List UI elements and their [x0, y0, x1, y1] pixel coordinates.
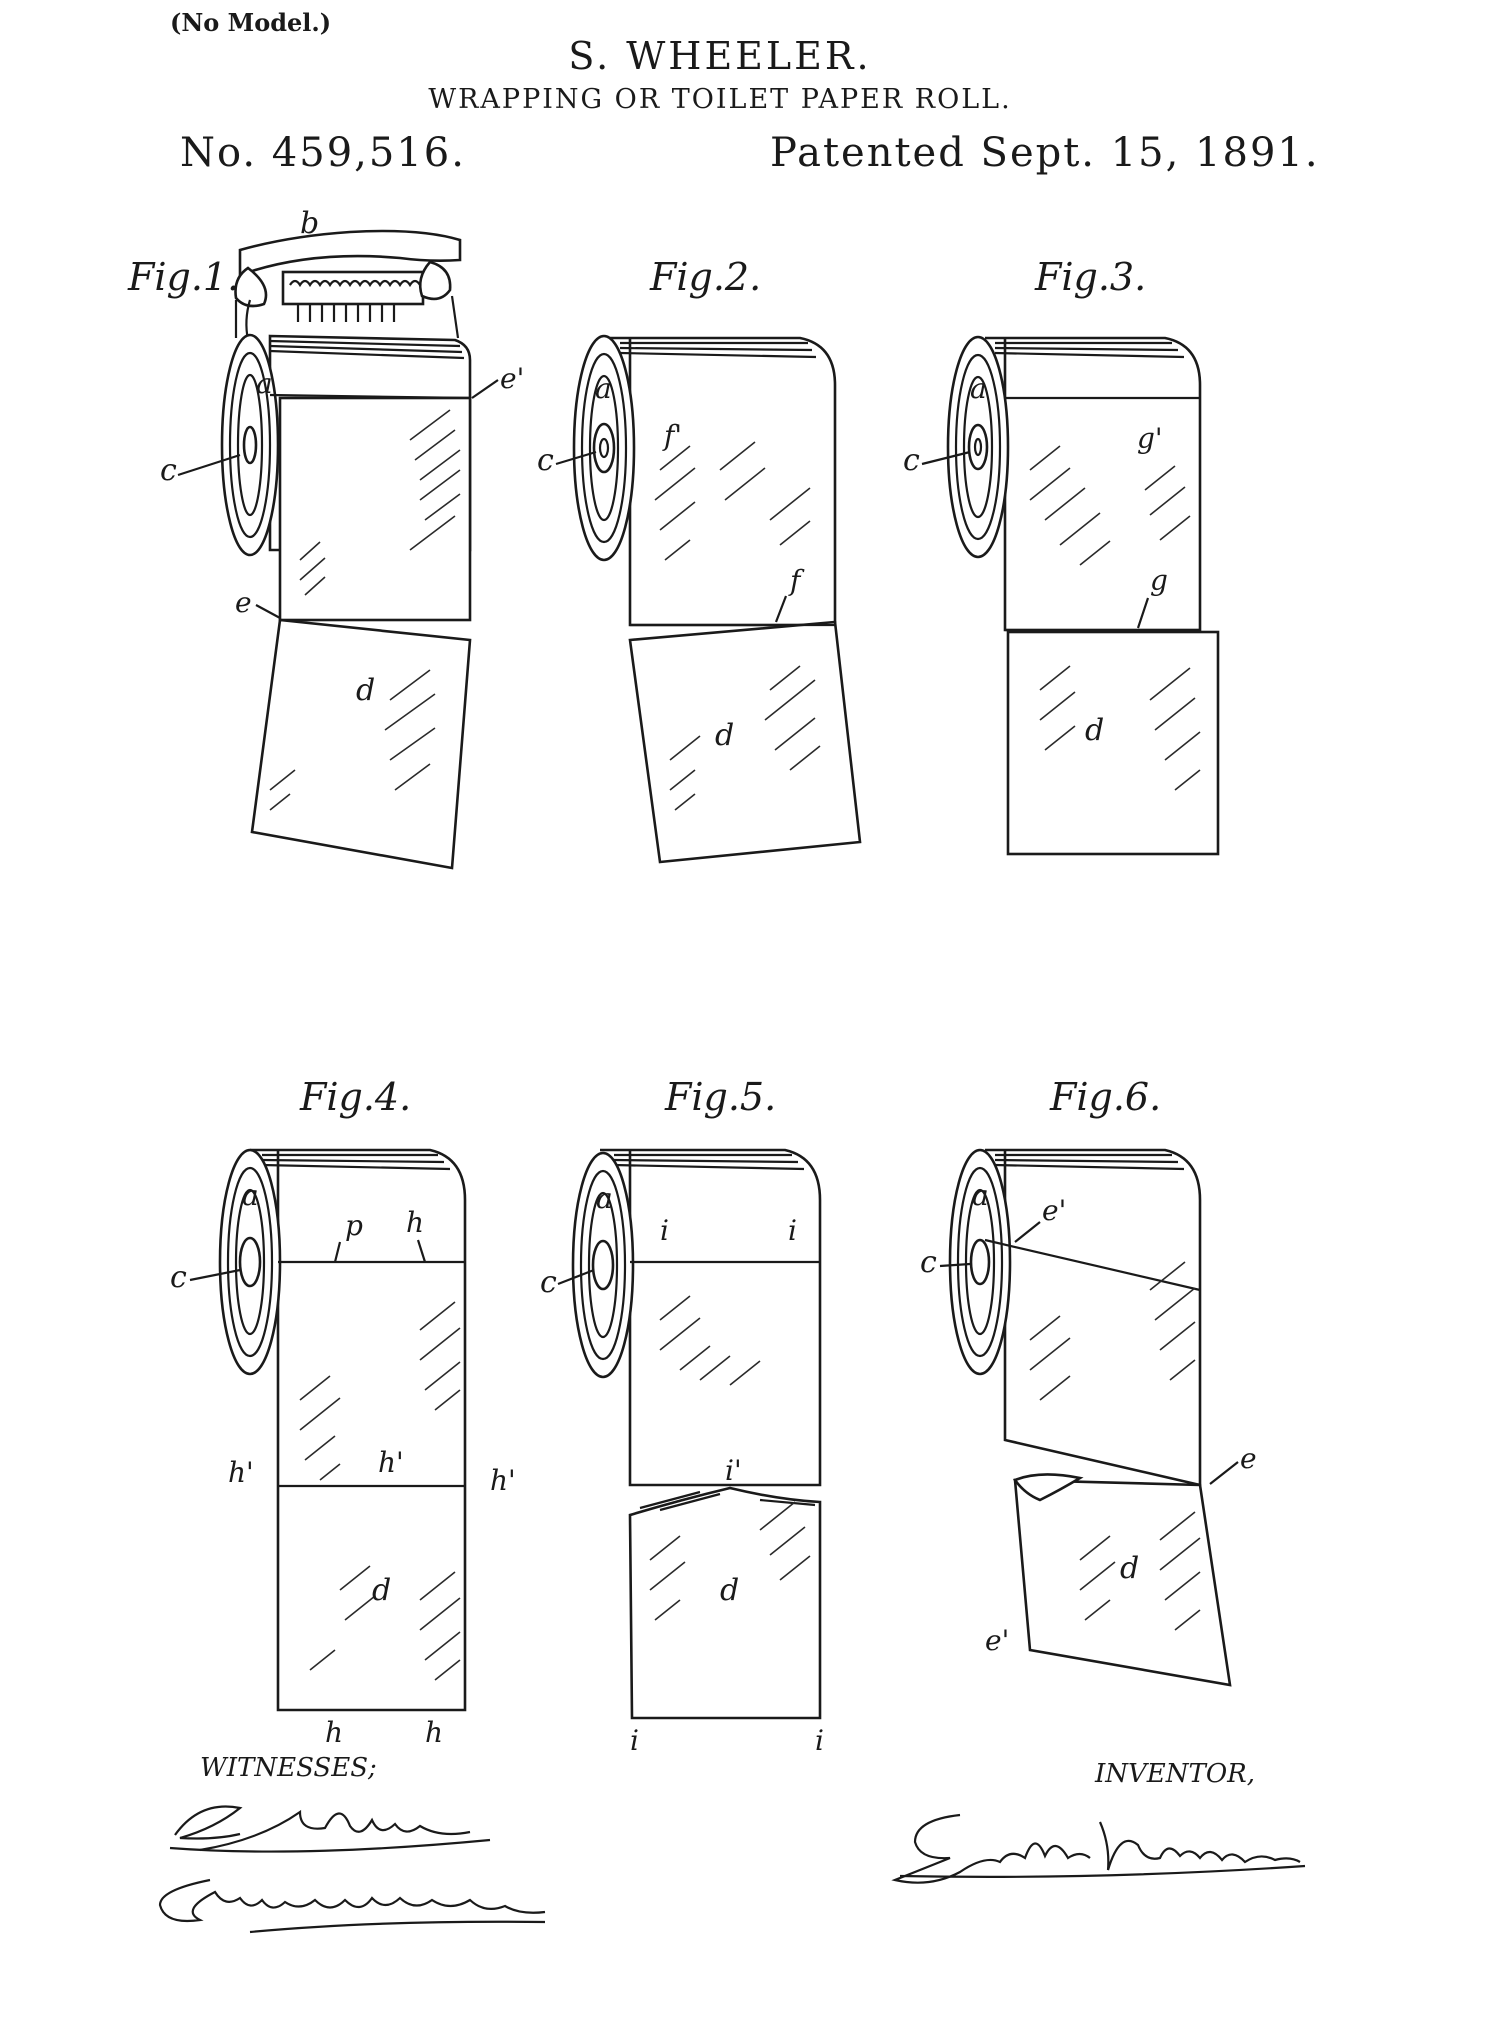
hanging-sheet: [250, 618, 472, 870]
ref-letter: i: [788, 1214, 797, 1247]
ref-letter: i': [725, 1454, 742, 1487]
ref-letter: e: [235, 586, 252, 619]
ref-letter: h: [425, 1716, 443, 1749]
ref-letter: e': [1042, 1194, 1066, 1227]
ref-letter: f': [662, 419, 682, 452]
ref-letter: a: [242, 1179, 259, 1212]
figure-5: Fig.5. a c i i i' d i i: [540, 1075, 824, 1757]
figure-2: Fig.2. a c f' f d: [537, 255, 862, 864]
figure-6: Fig.6. a c e' e d e': [920, 1075, 1257, 1687]
ref-letter: e: [1240, 1442, 1257, 1475]
inventor-name: S. WHEELER.: [568, 34, 872, 78]
no-model-note: (No Model.): [170, 8, 332, 37]
figure-3-label: Fig.3.: [1034, 255, 1146, 299]
ref-letter: c: [537, 443, 554, 478]
ref-letter: c: [540, 1265, 557, 1300]
ref-letter: c: [903, 443, 920, 478]
ref-letter: c: [160, 453, 177, 488]
ref-letter: g: [1150, 564, 1168, 597]
figure-5-label: Fig.5.: [664, 1075, 776, 1119]
witness-signature-2: [158, 1878, 546, 1934]
witness-signature-1: [169, 1805, 491, 1853]
figure-6-label: Fig.6.: [1049, 1075, 1161, 1119]
ref-letter: g': [1137, 422, 1163, 455]
patent-number: No. 459,516.: [180, 130, 466, 176]
patent-date: Patented Sept. 15, 1891.: [770, 130, 1320, 176]
invention-title: WRAPPING OR TOILET PAPER ROLL.: [428, 84, 1012, 115]
ref-letter: h': [490, 1464, 516, 1497]
figure-3: Fig.3. a c g' g d: [903, 255, 1220, 856]
figure-4-label: Fig.4.: [299, 1075, 411, 1119]
witnesses-label: WITNESSES;: [200, 1753, 377, 1783]
ref-letter: d: [356, 673, 375, 708]
ref-letter: d: [372, 1573, 391, 1608]
figure-4: Fig.4. a c p h h' h' h' d h h: [170, 1075, 516, 1749]
ref-letter: a: [970, 372, 987, 405]
figure-1: Fig.1.: [127, 206, 524, 870]
ref-letter: h: [325, 1716, 343, 1749]
ref-letter: d: [1120, 1551, 1139, 1586]
ref-letter: a: [595, 372, 612, 405]
ref-letter: a: [256, 367, 273, 400]
ref-letter: c: [920, 1245, 937, 1280]
ref-letter: p: [345, 1209, 363, 1242]
inventor-label: INVENTOR,: [1094, 1759, 1255, 1789]
ref-letter: d: [715, 718, 734, 753]
ref-letter: i: [815, 1724, 824, 1757]
ref-letter: d: [1085, 713, 1104, 748]
ref-letter: d: [720, 1573, 739, 1608]
figure-1-label: Fig.1.: [127, 255, 239, 299]
ref-letter: e': [500, 362, 524, 395]
ref-letter: h: [406, 1206, 424, 1239]
inventor-signature: [891, 1813, 1306, 1884]
ref-letter: a: [972, 1179, 989, 1212]
ref-letter: c: [170, 1260, 187, 1295]
figure-2-label: Fig.2.: [649, 255, 761, 299]
ref-letter: b: [300, 206, 319, 241]
ref-letter: e': [985, 1624, 1009, 1657]
ref-letter: i: [660, 1214, 669, 1247]
ref-letter: h': [228, 1456, 254, 1489]
ref-letter: i: [630, 1724, 639, 1757]
ref-letter: h': [378, 1446, 404, 1479]
sheet-on-roll: [278, 396, 472, 622]
roll-holder-bracket: [234, 229, 462, 341]
ref-letter: a: [596, 1182, 613, 1215]
